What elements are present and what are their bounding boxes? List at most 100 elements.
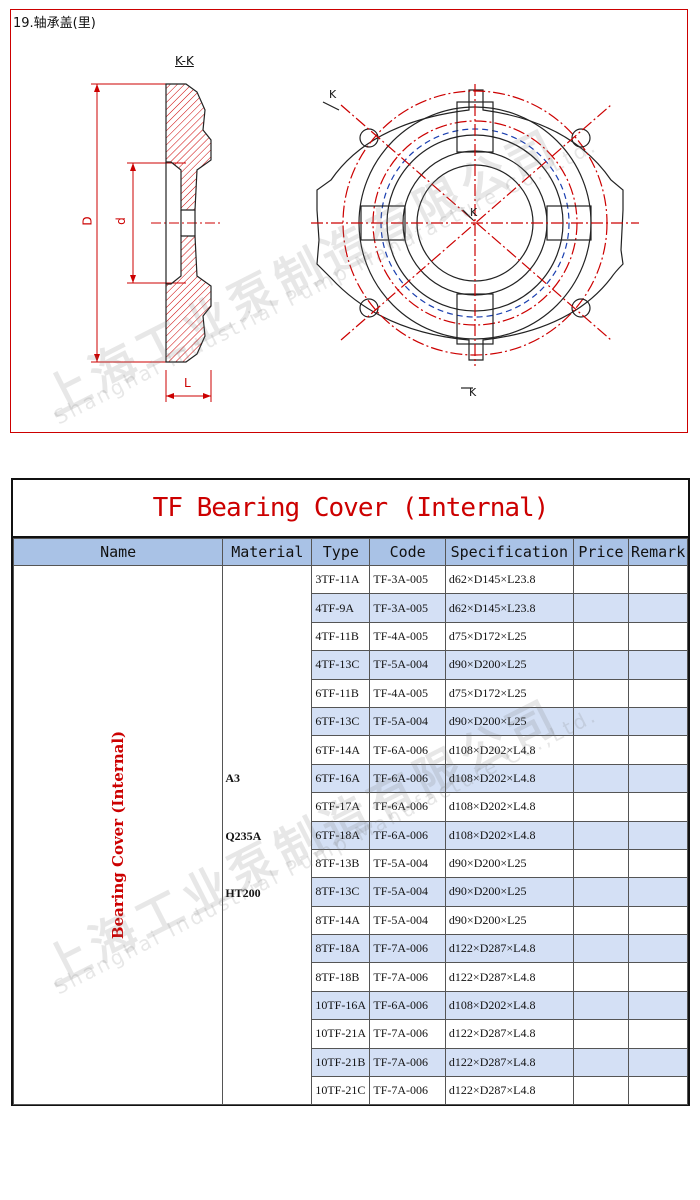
code-cell: TF-6A-006 [369, 820, 446, 850]
type-cell: 4TF-13C [311, 650, 371, 680]
remark-cell [628, 763, 688, 794]
section-title: 19.轴承盖(里) [13, 16, 96, 31]
price-cell [572, 650, 630, 680]
table-header-row: Name Material Type Code Specification Pr… [12, 538, 688, 566]
remark-cell [628, 621, 688, 652]
remark-cell [628, 962, 688, 992]
type-cell: 8TF-13B [311, 848, 371, 879]
type-cell: 6TF-11B [311, 678, 371, 708]
spec-cell: d108×D202×L4.8 [444, 792, 574, 822]
code-cell: TF-6A-006 [369, 792, 446, 822]
section-view [91, 83, 221, 402]
remark-cell [628, 934, 688, 964]
spec-cell: d108×D202×L4.8 [444, 735, 574, 765]
code-cell: TF-4A-005 [369, 678, 446, 708]
spec-cell: d122×D287×L4.8 [444, 934, 574, 964]
front-view [311, 84, 639, 389]
spec-cell: d62×D145×L23.8 [444, 564, 574, 595]
technical-drawing [91, 83, 639, 402]
type-cell: 10TF-21B [311, 1047, 371, 1078]
code-cell: TF-5A-004 [369, 706, 446, 737]
remark-cell [628, 564, 688, 595]
code-cell: TF-3A-005 [369, 564, 446, 595]
section-shape [165, 83, 212, 363]
price-cell [572, 820, 630, 850]
k-label-bottom: K [469, 386, 477, 399]
header-remark: Remark [628, 538, 688, 566]
spec-cell: d75×D172×L25 [444, 621, 574, 652]
type-cell: 6TF-17A [311, 792, 371, 822]
price-cell [572, 1076, 630, 1106]
spec-cell: d62×D145×L23.8 [444, 593, 574, 623]
remark-cell [628, 706, 688, 737]
type-cell: 10TF-21C [311, 1076, 371, 1106]
remark-cell [628, 678, 688, 708]
price-cell [572, 792, 630, 822]
remark-cell [628, 1047, 688, 1078]
code-cell: TF-5A-004 [369, 848, 446, 879]
type-cell: 4TF-9A [311, 593, 371, 623]
spec-cell: d108×D202×L4.8 [444, 763, 574, 794]
code-cell: TF-5A-004 [369, 905, 446, 936]
type-cell: 8TF-14A [311, 905, 371, 936]
type-cell: 6TF-14A [311, 735, 371, 765]
price-cell [572, 962, 630, 992]
remark-cell [628, 792, 688, 822]
price-cell [572, 621, 630, 652]
code-cell: TF-7A-006 [369, 934, 446, 964]
type-cell: 6TF-13C [311, 706, 371, 737]
header-material: Material [222, 538, 313, 566]
type-cell: 8TF-18B [311, 962, 371, 992]
remark-cell [628, 877, 688, 907]
price-cell [572, 1047, 630, 1078]
code-cell: TF-3A-005 [369, 593, 446, 623]
spec-cell: d75×D172×L25 [444, 678, 574, 708]
type-cell: 6TF-18A [311, 820, 371, 850]
material-value: A3 [225, 771, 240, 785]
material-value: HT200 [225, 886, 261, 900]
material-value: Q235A [225, 829, 262, 843]
remark-cell [628, 1076, 688, 1106]
spec-cell: d90×D200×L25 [444, 848, 574, 879]
price-cell [572, 593, 630, 623]
name-cell: Bearing Cover (Internal) [12, 564, 224, 1106]
remark-cell [628, 735, 688, 765]
table-title: TF Bearing Cover (Internal) [13, 480, 688, 538]
k-label-top: K [329, 88, 337, 101]
remark-cell [628, 650, 688, 680]
spec-table-container: TF Bearing Cover (Internal) Name Materia… [11, 478, 690, 1106]
code-cell: TF-6A-006 [369, 990, 446, 1021]
spec-cell: d90×D200×L25 [444, 706, 574, 737]
spec-cell: d122×D287×L4.8 [444, 1019, 574, 1049]
code-cell: TF-5A-004 [369, 650, 446, 680]
remark-cell [628, 593, 688, 623]
header-name: Name [12, 538, 224, 566]
dim-L-label: L [184, 376, 191, 390]
header-type: Type [311, 538, 371, 566]
header-code: Code [369, 538, 446, 566]
spec-cell: d108×D202×L4.8 [444, 820, 574, 850]
type-cell: 4TF-11B [311, 621, 371, 652]
price-cell [572, 877, 630, 907]
price-cell [572, 990, 630, 1021]
dim-D-label: D [80, 216, 95, 226]
price-cell [572, 564, 630, 595]
remark-cell [628, 905, 688, 936]
type-cell: 8TF-18A [311, 934, 371, 964]
header-price: Price [572, 538, 630, 566]
spec-cell: d90×D200×L25 [444, 905, 574, 936]
